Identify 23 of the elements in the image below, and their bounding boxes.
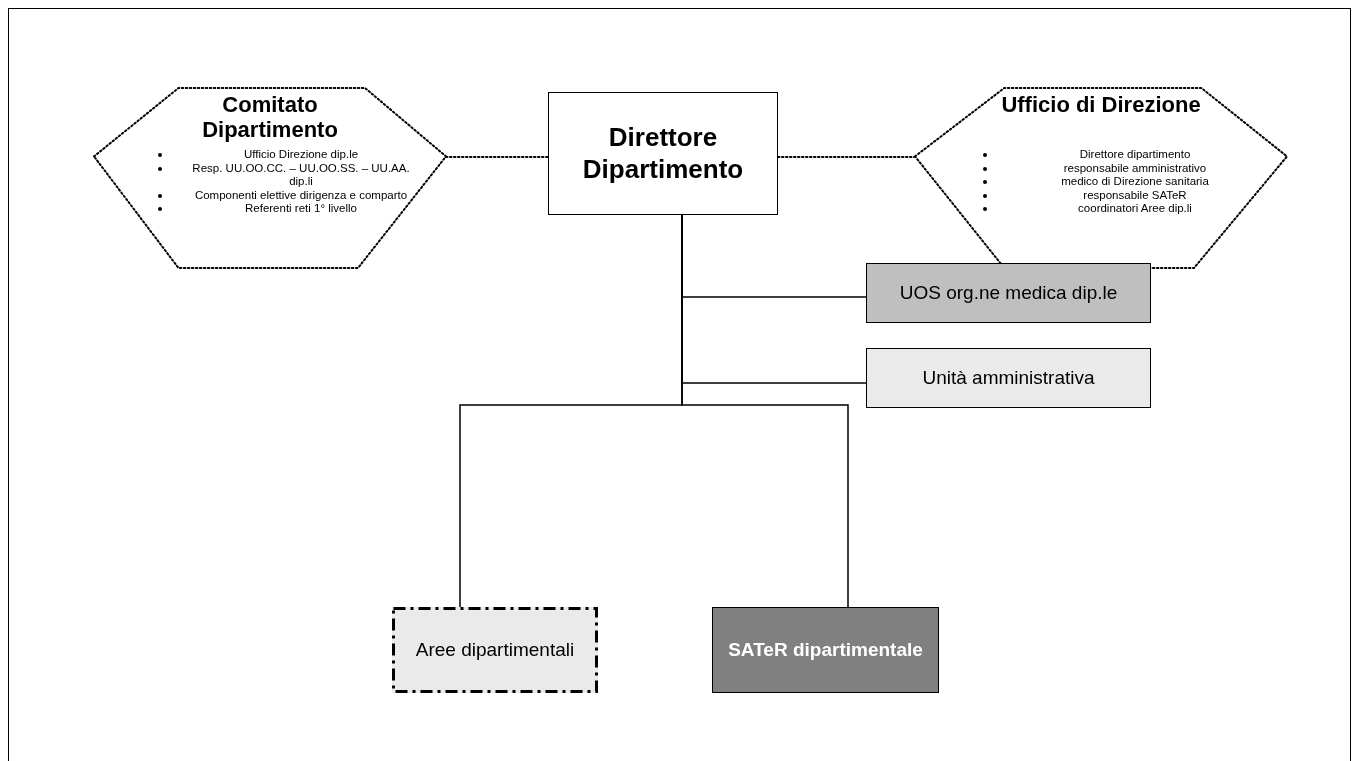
list-item-text: responsabile amministrativo [1062, 161, 1208, 175]
list-item-text: medico di Direzione sanitaria [1060, 175, 1210, 189]
hexagon-heading: Ufficio di Direzione [1000, 92, 1202, 117]
org-box [866, 348, 1151, 408]
org-box [866, 263, 1151, 323]
org-box [548, 92, 778, 215]
box-label: SATeR dipartimentale [727, 638, 924, 662]
list-item-text: Componenti elettive dirigenza e comparto [193, 188, 409, 202]
list-item-text: Resp. UU.OO.CC. – UU.OO.SS. – UU.AA. dip.li [191, 161, 411, 189]
dotted-connector [777, 156, 916, 158]
box-label: Aree dipartimentali [414, 638, 576, 662]
list-item-text: Ufficio Direzione dip.le [242, 148, 360, 162]
list-item-text: responsabile SATeR [1082, 188, 1188, 202]
org-box [712, 607, 939, 693]
org-box [392, 607, 598, 693]
dotted-connector [445, 156, 549, 158]
box-label: Unità amministrativa [921, 366, 1096, 390]
box-label: Direttore Dipartimento [581, 122, 745, 185]
box-label: UOS org.ne medica dip.le [898, 281, 1119, 305]
list-item-text: Referenti reti 1° livello [244, 202, 358, 216]
list-item-text: Direttore dipartimento [1078, 148, 1192, 162]
hexagon-heading: Comitato Dipartimento [201, 92, 339, 142]
list-item-text: coordinatori Aree dip.li [1077, 202, 1193, 216]
